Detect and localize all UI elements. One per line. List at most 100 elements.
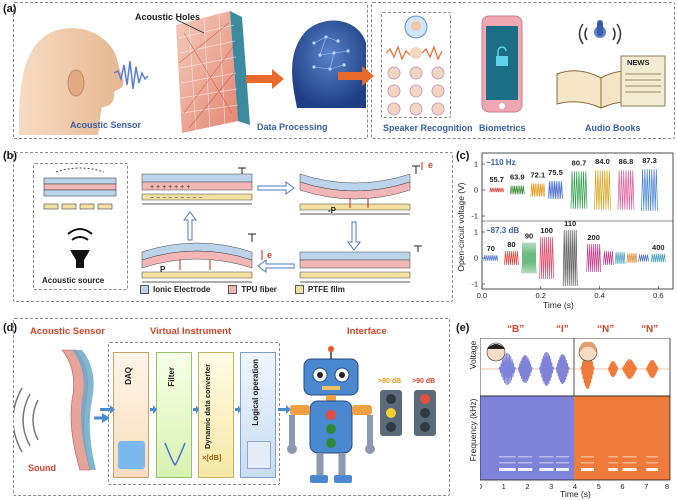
block-daq-label: DAQ	[124, 367, 133, 385]
bottom-burst-label-0: 70	[487, 244, 495, 253]
filter-curve-icon	[164, 442, 186, 467]
spectrogram-band-1-1	[518, 462, 533, 464]
e-xtick-4: 4	[573, 482, 577, 491]
c-xtick-0: 0.0	[477, 291, 487, 300]
legend-b: Ionic Electrode TPU fiber PTFE film	[140, 285, 345, 294]
spectrogram-band-7-2	[646, 456, 659, 458]
speaker-recognition-box	[381, 12, 451, 118]
c-ytick-5: -1	[471, 280, 478, 289]
spectrogram-orange	[574, 396, 670, 480]
speaker-icon	[70, 250, 90, 260]
sensor-sound-art	[14, 349, 109, 471]
spectrogram-band-2-2	[539, 456, 554, 458]
c-ytick-2: -1	[471, 212, 478, 221]
bottom-burst-0	[483, 255, 499, 261]
voice-wave-segment-1	[517, 355, 533, 384]
biometrics-label: Biometrics	[479, 123, 526, 133]
chart-c-top-annotation: ~110 Hz	[486, 158, 516, 167]
bottom-extra-burst-1	[614, 252, 626, 264]
spectrogram-band-2-0	[539, 468, 554, 471]
spectrogram-band-5-2	[608, 456, 618, 458]
bottom-burst-label-4: 110	[564, 219, 576, 228]
c-xtick-1: 0.2	[536, 291, 546, 300]
spectrogram-band-1-0	[518, 468, 533, 471]
top-burst-label-0: 55.7	[489, 175, 504, 184]
light-off-mid-right	[420, 408, 430, 418]
letter-n2: “N”	[641, 324, 659, 335]
phone-lock-icon	[481, 15, 523, 113]
arrow-right-icon	[246, 69, 284, 89]
c-ytick-3: 1	[474, 228, 478, 237]
bottom-burst-1	[504, 250, 519, 266]
top-burst-label-2: 72.1	[531, 170, 546, 179]
top-burst-7	[641, 169, 658, 211]
chart-c-xlabel: Time (s)	[543, 300, 574, 310]
traffic-light-90	[414, 390, 436, 436]
voice-wave-segment-3	[555, 354, 570, 385]
spectrogram-band-6-1	[622, 462, 637, 464]
virtual-instrument-box	[108, 342, 280, 485]
c-ytick-4: 0	[474, 254, 478, 263]
bottom-extra-burst-2	[626, 253, 638, 263]
voice-wave-segment-7	[645, 360, 659, 379]
sound-wave	[113, 60, 149, 90]
state-flat-top: + + + + + + + − − − − − − − − −	[141, 167, 253, 205]
bottom-burst-2	[521, 242, 537, 274]
interface-label: Interface	[347, 326, 387, 337]
top-burst-label-6: 86.8	[619, 157, 634, 166]
freq-axis-label: Frequency (kHz)	[468, 398, 478, 462]
light-red	[420, 394, 430, 404]
panel-a-right-box	[371, 2, 675, 139]
arrow-right-icon-2	[338, 66, 374, 86]
e-xtick-2: 2	[525, 482, 529, 491]
voice-wave-segment-6	[622, 359, 638, 380]
legend-ptfe: PTFE film	[307, 285, 345, 294]
news-label: NEWS	[627, 58, 650, 67]
spectrogram-band-3-2	[556, 456, 570, 458]
spectrogram-band-0-2	[499, 456, 516, 458]
spectrogram-band-5-1	[608, 462, 618, 464]
letter-i: “I”	[556, 324, 569, 335]
audio-books-label: Audio Books	[585, 123, 641, 133]
block-converter: Dynamic data converter ×[dB]	[198, 352, 234, 478]
state-bent-down	[299, 162, 423, 215]
acoustic-holes-label: Acoustic Holes	[135, 12, 201, 22]
speaker-recognition-label: Speaker Recognition	[383, 123, 473, 133]
spectrogram-band-5-0	[608, 468, 618, 471]
audio-book-icon	[556, 20, 666, 109]
svg-text:+ + + + + + +: + + + + + + +	[150, 184, 190, 191]
p-label: P	[160, 265, 166, 274]
c-ytick-0: 1	[474, 160, 478, 169]
e-xtick-1: 1	[502, 482, 506, 491]
flow-arrows	[100, 405, 291, 414]
spectrogram-band-4-2	[580, 456, 594, 458]
bottom-burst-label-6: 400	[652, 243, 665, 252]
converter-symbol: ×[dB]	[202, 453, 222, 462]
e-label-1: e	[428, 160, 434, 170]
bottom-extra-burst-0	[603, 250, 614, 266]
e-xtick-5: 5	[597, 482, 601, 491]
spectrogram-band-0-0	[499, 468, 516, 471]
top-burst-label-4: 80.7	[572, 158, 587, 167]
panel-label-e: (e)	[456, 322, 470, 334]
spectrogram-band-6-0	[622, 468, 637, 471]
top-burst-label-7: 87.3	[642, 156, 657, 165]
spectrogram-band-7-0	[646, 468, 659, 471]
bottom-burst-6	[650, 253, 666, 263]
sound-label: Sound	[28, 463, 56, 473]
virtual-instrument-label: Virtual Instrument	[150, 326, 232, 337]
top-burst-3	[548, 181, 563, 199]
legend-swatch-ptfe	[294, 285, 304, 294]
acoustic-source-label: Acoustic source	[42, 276, 105, 285]
spectrogram-band-1-2	[518, 456, 533, 458]
legend-swatch-tpu	[228, 285, 238, 294]
spectrogram-blue	[480, 396, 574, 480]
block-logic: Logical operation	[240, 352, 276, 478]
spectrogram-band-3-0	[556, 468, 570, 471]
ai-head-illustration	[292, 20, 366, 109]
bottom-burst-label-2: 90	[525, 232, 533, 241]
panel-a-left-art	[19, 11, 366, 135]
light-off-bottom-right	[420, 422, 430, 432]
panel-a-left-box	[13, 2, 368, 139]
voice-wave-segment-0	[498, 353, 517, 386]
